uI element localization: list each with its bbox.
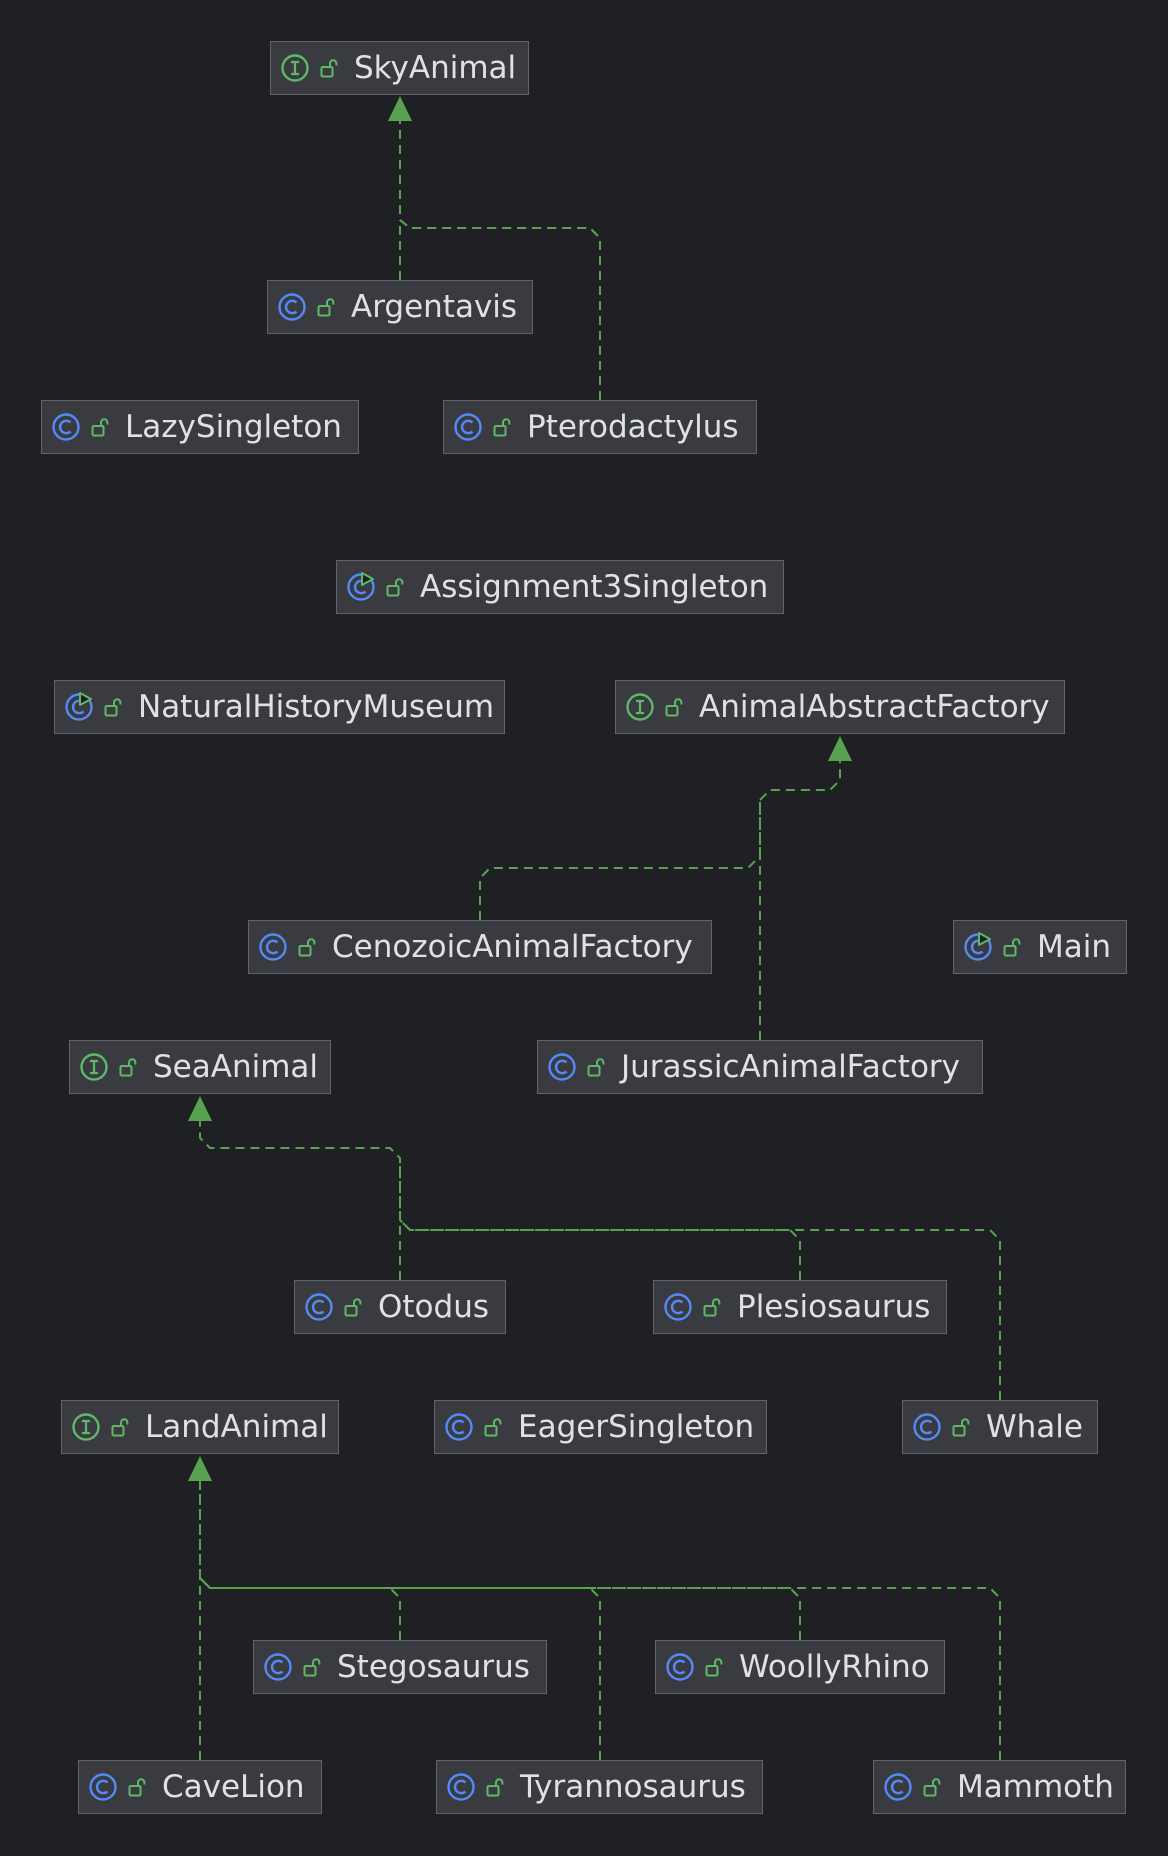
interface-icon (625, 692, 655, 722)
public-visibility-icon (119, 1057, 137, 1077)
runnable-class-icon (346, 572, 376, 602)
node-label: Pterodactylus (527, 409, 739, 445)
node-label: SkyAnimal (354, 50, 517, 86)
public-visibility-icon (952, 1417, 970, 1437)
node-animalabstractfactory[interactable]: AnimalAbstractFactory (615, 680, 1065, 734)
public-visibility-icon (587, 1057, 605, 1077)
node-label: AnimalAbstractFactory (699, 689, 1050, 725)
public-visibility-icon (486, 1777, 504, 1797)
public-visibility-icon (91, 417, 109, 437)
node-skyanimal[interactable]: SkyAnimal (270, 41, 529, 95)
interface-icon (79, 1052, 109, 1082)
class-icon (258, 932, 288, 962)
public-visibility-icon (1003, 937, 1021, 957)
node-label: Plesiosaurus (737, 1289, 931, 1325)
public-visibility-icon (923, 1777, 941, 1797)
node-main[interactable]: Main (953, 920, 1127, 974)
node-label: SeaAnimal (153, 1049, 319, 1085)
node-pterodactylus[interactable]: Pterodactylus (443, 400, 757, 454)
edge-cenozoicanimalfactory-implements-animalabstractfactory (479, 855, 761, 920)
node-argentavis[interactable]: Argentavis (267, 280, 533, 334)
public-visibility-icon (104, 697, 122, 717)
class-icon (51, 412, 81, 442)
runnable-class-icon (64, 692, 94, 722)
node-label: EagerSingleton (518, 1409, 755, 1445)
node-label: WoollyRhino (739, 1649, 930, 1685)
class-icon (304, 1292, 334, 1322)
public-visibility-icon (665, 697, 683, 717)
node-label: NaturalHistoryMuseum (138, 689, 495, 725)
edge-whale-implements-seaanimal (199, 1118, 1001, 1400)
node-assignment3singleton[interactable]: Assignment3Singleton (336, 560, 784, 614)
node-label: LazySingleton (125, 409, 342, 445)
node-label: Tyrannosaurus (520, 1769, 746, 1805)
node-tyrannosaurus[interactable]: Tyrannosaurus (436, 1760, 763, 1814)
public-visibility-icon (303, 1657, 321, 1677)
node-label: Assignment3Singleton (420, 569, 769, 605)
edge-plesiosaurus-implements-seaanimal (399, 1219, 801, 1280)
edge-woollyrhino-implements-landanimal (199, 1577, 801, 1640)
arrowhead-landanimal (188, 1456, 212, 1481)
edge-pterodactylus-implements-skyanimal (399, 118, 601, 400)
public-visibility-icon (298, 937, 316, 957)
node-eagersingleton[interactable]: EagerSingleton (434, 1400, 767, 1454)
node-label: Main (1037, 929, 1112, 965)
node-label: CaveLion (162, 1769, 305, 1805)
class-icon (263, 1652, 293, 1682)
node-whale[interactable]: Whale (902, 1400, 1098, 1454)
public-visibility-icon (344, 1297, 362, 1317)
public-visibility-icon (703, 1297, 721, 1317)
node-label: Otodus (378, 1289, 489, 1325)
arrowhead-seaanimal (188, 1096, 212, 1121)
node-naturalhistorymuseum[interactable]: NaturalHistoryMuseum (54, 680, 505, 734)
class-icon (88, 1772, 118, 1802)
node-label: CenozoicAnimalFactory (332, 929, 693, 965)
class-icon (663, 1292, 693, 1322)
public-visibility-icon (705, 1657, 723, 1677)
node-label: LandAnimal (145, 1409, 328, 1445)
edge-stegosaurus-implements-landanimal (199, 1577, 401, 1640)
class-icon (883, 1772, 913, 1802)
class-icon (912, 1412, 942, 1442)
arrowhead-animalabstractfactory (828, 736, 852, 761)
node-label: JurassicAnimalFactory (621, 1049, 961, 1085)
arrowhead-skyanimal (388, 96, 412, 121)
public-visibility-icon (320, 58, 338, 78)
class-icon (665, 1652, 695, 1682)
class-icon (453, 412, 483, 442)
node-seaanimal[interactable]: SeaAnimal (69, 1040, 331, 1094)
node-lazysingleton[interactable]: LazySingleton (41, 400, 359, 454)
node-plesiosaurus[interactable]: Plesiosaurus (653, 1280, 947, 1334)
interface-icon (280, 53, 310, 83)
node-label: Whale (986, 1409, 1083, 1445)
public-visibility-icon (111, 1417, 129, 1437)
public-visibility-icon (317, 297, 335, 317)
node-label: Mammoth (957, 1769, 1114, 1805)
node-woollyrhino[interactable]: WoollyRhino (655, 1640, 945, 1694)
class-icon (446, 1772, 476, 1802)
node-mammoth[interactable]: Mammoth (873, 1760, 1126, 1814)
edge-jurassicanimalfactory-implements-animalabstractfactory (759, 758, 841, 1040)
node-label: Stegosaurus (337, 1649, 530, 1685)
class-icon (547, 1052, 577, 1082)
runnable-class-icon (963, 932, 993, 962)
class-icon (444, 1412, 474, 1442)
class-icon (277, 292, 307, 322)
node-stegosaurus[interactable]: Stegosaurus (253, 1640, 547, 1694)
public-visibility-icon (484, 1417, 502, 1437)
public-visibility-icon (386, 577, 404, 597)
node-cenozoicanimalfactory[interactable]: CenozoicAnimalFactory (248, 920, 712, 974)
interface-icon (71, 1412, 101, 1442)
node-jurassicanimalfactory[interactable]: JurassicAnimalFactory (537, 1040, 983, 1094)
public-visibility-icon (493, 417, 511, 437)
node-label: Argentavis (351, 289, 518, 325)
node-otodus[interactable]: Otodus (294, 1280, 506, 1334)
node-landanimal[interactable]: LandAnimal (61, 1400, 339, 1454)
node-cavelion[interactable]: CaveLion (78, 1760, 322, 1814)
public-visibility-icon (128, 1777, 146, 1797)
